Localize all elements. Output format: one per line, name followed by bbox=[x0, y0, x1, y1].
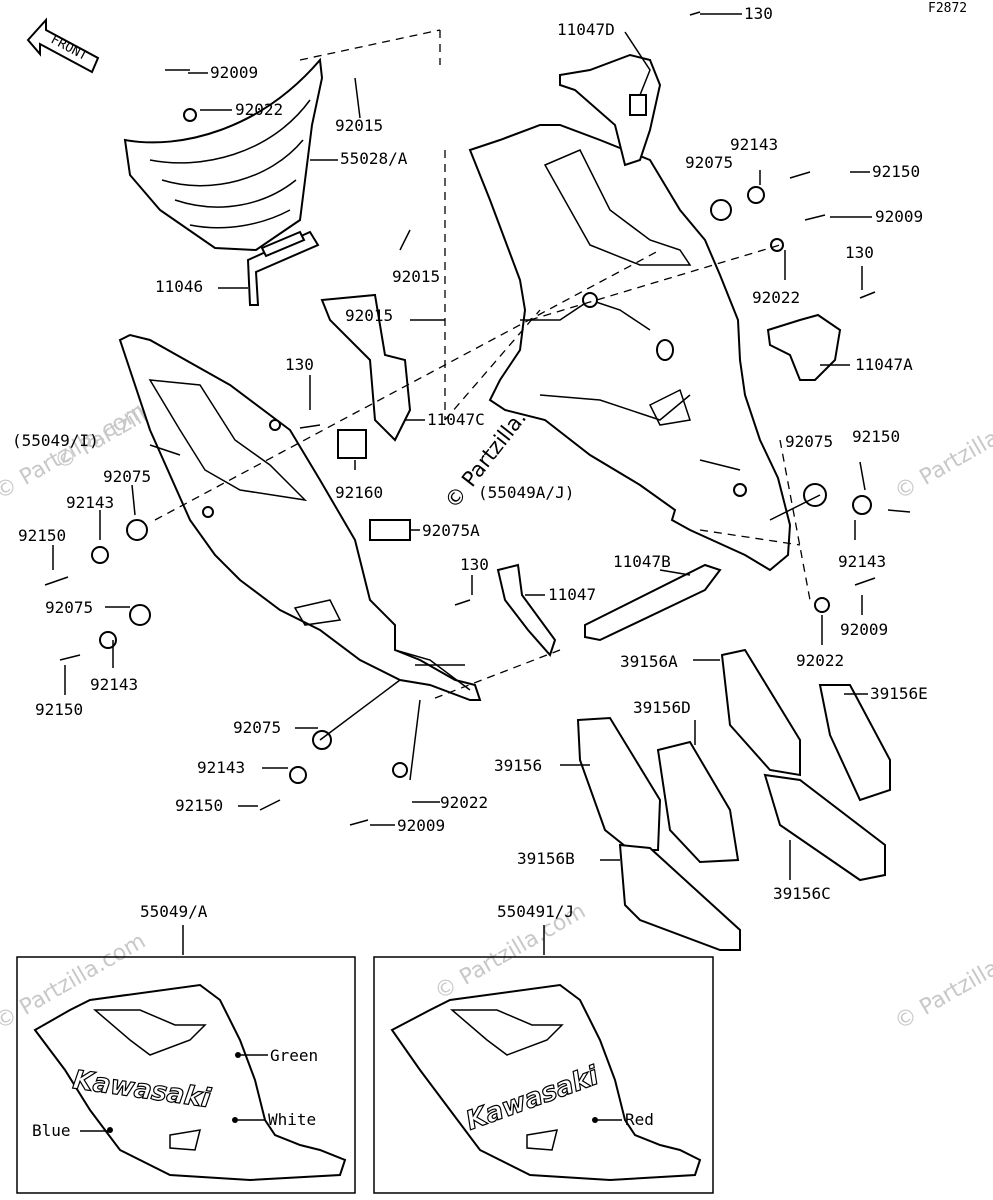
bracket-11047D bbox=[559, 53, 662, 167]
callout-11047C: 11047C bbox=[427, 410, 485, 429]
callout-11047D: 11047D bbox=[557, 20, 615, 39]
bracket-11047 bbox=[496, 563, 557, 657]
callouts: 130 11047D 92009 92022 92015 55028/A 921… bbox=[12, 4, 928, 921]
callout-92075-b: 92075 bbox=[233, 718, 281, 737]
callout-92009-top: 92009 bbox=[210, 63, 258, 82]
shield-39156E bbox=[818, 684, 891, 802]
callout-55049IJ: 550491/J bbox=[497, 902, 574, 921]
fasteners bbox=[44, 11, 911, 826]
callout-92143-r: 92143 bbox=[730, 135, 778, 154]
shield-39156B bbox=[618, 843, 741, 951]
color-panel-right: Kawasaki Red bbox=[373, 956, 714, 1194]
callout-55049A: 55049/A bbox=[140, 902, 208, 921]
callout-55049AJ: (55049A/J) bbox=[478, 483, 574, 502]
rail-11047B bbox=[584, 563, 722, 642]
callout-92075-rr: 92075 bbox=[785, 432, 833, 451]
dashed-lines bbox=[154, 29, 811, 701]
bracket-11046 bbox=[246, 230, 320, 306]
callout-92009-b: 92009 bbox=[397, 816, 445, 835]
callout-39156A: 39156A bbox=[620, 652, 678, 671]
callout-130-low: 130 bbox=[460, 555, 489, 574]
callout-92143-b: 92143 bbox=[197, 758, 245, 777]
callout-92022-top: 92022 bbox=[235, 100, 283, 119]
heat-shields bbox=[576, 648, 891, 951]
front-arrow-icon: FRONT bbox=[26, 17, 100, 74]
shield-39156D bbox=[656, 740, 740, 864]
callout-92022-rr: 92022 bbox=[796, 651, 844, 670]
callout-39156D: 39156D bbox=[633, 698, 691, 717]
callout-92143-rr: 92143 bbox=[838, 552, 886, 571]
callout-92009-rr: 92009 bbox=[840, 620, 888, 639]
callout-130-mid: 130 bbox=[285, 355, 314, 374]
callout-11047: 11047 bbox=[548, 585, 596, 604]
bracket-11047C bbox=[320, 293, 412, 459]
color-blue: Blue bbox=[32, 1121, 71, 1140]
callout-92150-l: 92150 bbox=[18, 526, 66, 545]
callout-92022-b: 92022 bbox=[440, 793, 488, 812]
fairing-55049I bbox=[118, 333, 482, 701]
callout-92150-r: 92150 bbox=[872, 162, 920, 181]
pad-92075A bbox=[369, 519, 411, 541]
callout-92022-r: 92022 bbox=[752, 288, 800, 307]
callout-55049I: (55049/I) bbox=[12, 431, 99, 450]
callout-92143-l2: 92143 bbox=[90, 675, 138, 694]
shield-39156C bbox=[763, 773, 886, 882]
callout-92160: 92160 bbox=[335, 483, 383, 502]
color-white: White bbox=[268, 1110, 316, 1129]
fairing-55049AJ bbox=[468, 124, 792, 572]
callout-92075A: 92075A bbox=[422, 521, 480, 540]
callout-11047A: 11047A bbox=[855, 355, 913, 374]
callout-130-r: 130 bbox=[845, 243, 874, 262]
callout-92150-rr: 92150 bbox=[852, 427, 900, 446]
callout-11047B: 11047B bbox=[613, 552, 671, 571]
callout-92150-b: 92150 bbox=[175, 796, 223, 815]
callout-92075-l2: 92075 bbox=[45, 598, 93, 617]
bracket-11047A bbox=[766, 313, 842, 381]
callout-92015-b: 92015 bbox=[392, 267, 440, 286]
callout-39156E: 39156E bbox=[870, 684, 928, 703]
callout-92150-l2: 92150 bbox=[35, 700, 83, 719]
shield-39156A bbox=[720, 648, 801, 777]
callout-39156: 39156 bbox=[494, 756, 542, 775]
color-green: Green bbox=[270, 1046, 318, 1065]
callout-92075-l: 92075 bbox=[103, 467, 151, 486]
callout-55028A: 55028/A bbox=[340, 149, 408, 168]
callout-130-top: 130 bbox=[744, 4, 773, 23]
callout-11046: 11046 bbox=[155, 277, 203, 296]
callout-39156C: 39156C bbox=[773, 884, 831, 903]
color-red: Red bbox=[625, 1110, 654, 1129]
figure-code: F2872 bbox=[928, 1, 967, 16]
lower-cowl-55028A bbox=[123, 57, 324, 252]
color-panel-left: Kawasaki Green White Blue bbox=[16, 956, 356, 1194]
watermark-4: © Partzilla.com bbox=[891, 929, 993, 1036]
callout-92143-l: 92143 bbox=[66, 493, 114, 512]
callout-39156B: 39156B bbox=[517, 849, 575, 868]
callout-92015-c: 92015 bbox=[345, 306, 393, 325]
watermark-2: © Partzilla.com bbox=[891, 399, 993, 506]
callout-92015-a: 92015 bbox=[335, 116, 383, 135]
callout-92075-r: 92075 bbox=[685, 153, 733, 172]
leader-lines bbox=[52, 13, 872, 955]
shield-39156 bbox=[576, 716, 662, 851]
callout-92009-r: 92009 bbox=[875, 207, 923, 226]
